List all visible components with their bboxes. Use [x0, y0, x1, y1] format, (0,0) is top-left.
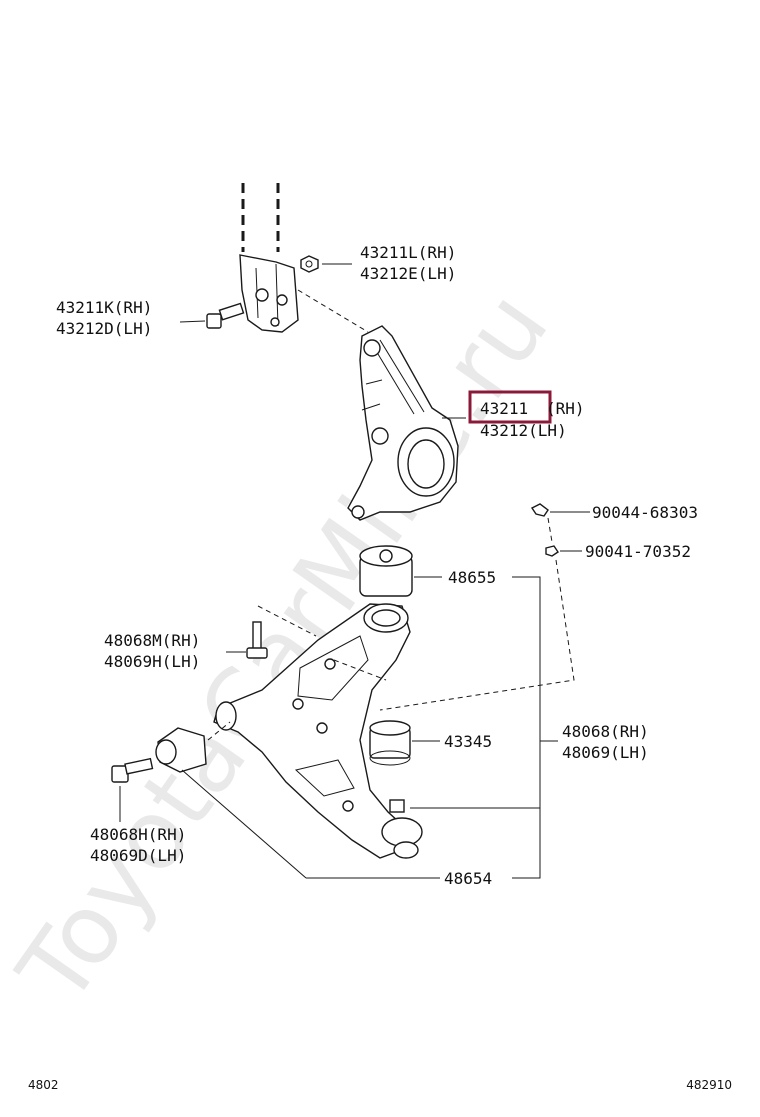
mid-bolt [226, 621, 268, 659]
label-strut-nut-rh: 43211L(RH) [360, 243, 456, 262]
callout-bracket [181, 576, 558, 879]
steering-knuckle [347, 325, 459, 521]
label-clip-2: 90041-70352 [585, 542, 691, 561]
clip-upper [530, 503, 590, 517]
front-bushing [369, 720, 440, 766]
rear-bushing [359, 545, 442, 597]
label-bushing-rear: 48655 [448, 568, 496, 587]
label-bolt-mid-rh: 48068M(RH) [104, 631, 200, 650]
label-knuckle-lh: 43212(LH) [480, 421, 567, 440]
label-clip-1: 90044-68303 [592, 503, 698, 522]
label-strut-nut-lh: 43212E(LH) [360, 264, 456, 283]
front-bolt [111, 727, 207, 822]
lower-arm [213, 603, 411, 859]
label-strut-bolt-rh: 43211K(RH) [56, 298, 152, 317]
strut-nut [300, 255, 352, 273]
highlight-box [468, 390, 552, 424]
label-bushing-front: 43345 [444, 732, 492, 751]
ball-joint [381, 799, 423, 859]
strut-bracket [239, 254, 299, 333]
footer-left: 4802 [28, 1078, 59, 1092]
label-arm-rh: 48068(RH) [562, 722, 649, 741]
watermark: ToyotaCarMine.ru [0, 272, 570, 1024]
label-bolt-mid-lh: 48069H(LH) [104, 652, 200, 671]
label-bolt-front-lh: 48069D(LH) [90, 846, 186, 865]
strut-bolt [179, 302, 245, 329]
label-arm-lh: 48069(LH) [562, 743, 649, 762]
strut-tube [241, 183, 280, 252]
label-bolt-front-rh: 48068H(RH) [90, 825, 186, 844]
footer-right: 482910 [686, 1078, 732, 1092]
label-arm-assy: 48654 [444, 869, 492, 888]
label-knuckle-rh-part[interactable]: 43211 [480, 399, 528, 418]
clip-lower [545, 545, 582, 557]
label-knuckle-rh-side: (RH) [546, 399, 585, 418]
label-strut-bolt-lh: 43212D(LH) [56, 319, 152, 338]
